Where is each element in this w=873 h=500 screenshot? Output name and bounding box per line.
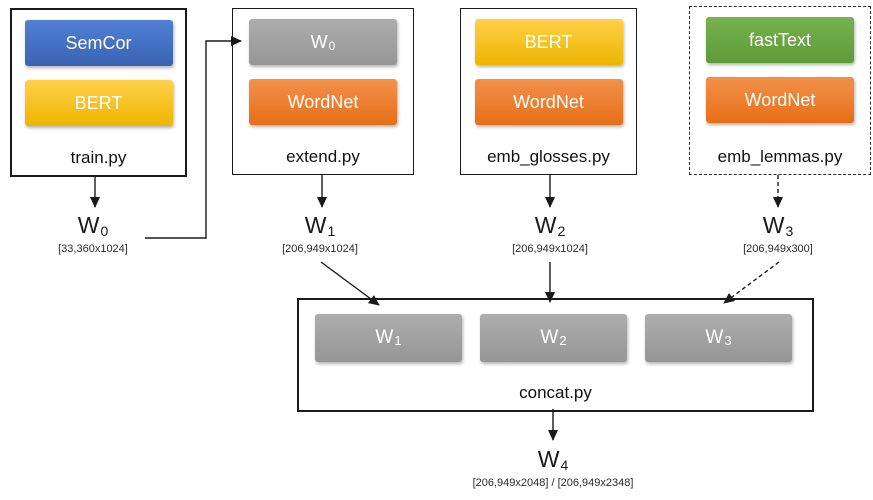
slot-w3: W3: [645, 314, 792, 362]
chip-label: SemCor: [65, 33, 132, 53]
module-emb-glosses: BERT WordNet emb_glosses.py: [460, 8, 637, 175]
chip-bert: BERT: [474, 19, 623, 65]
matrix-w3-dims: [206,949x300]: [743, 243, 813, 255]
slot-w1: W1: [315, 314, 462, 362]
module-script-name: extend.py: [286, 147, 360, 166]
chip-label: W: [705, 327, 724, 348]
module-script-name: concat.py: [519, 383, 592, 402]
chip-fasttext: fastText: [706, 17, 854, 63]
module-concat: W1 W2 W3 concat.py: [297, 298, 814, 412]
chip-label-sub: 2: [559, 333, 567, 348]
chip-semcor: SemCor: [24, 20, 173, 66]
module-script-name: emb_lemmas.py: [717, 147, 843, 166]
matrix-sub: 1: [327, 223, 336, 239]
module-script-name: emb_glosses.py: [487, 147, 610, 166]
module-extend: W0 WordNet extend.py: [232, 8, 414, 175]
matrix-w3: W3: [678, 212, 873, 239]
chip-w0: W0: [249, 19, 397, 65]
chip-wordnet: WordNet: [706, 77, 854, 123]
matrix-w2-dims: [206,949x1024]: [512, 243, 588, 255]
chip-bert: BERT: [24, 80, 173, 126]
matrix-base: W: [77, 212, 100, 238]
matrix-w1: W1: [220, 212, 420, 239]
matrix-w4: W4: [453, 446, 653, 473]
matrix-w1-dims: [206,949x1024]: [282, 243, 358, 255]
chip-label-sub: 0: [328, 39, 336, 53]
matrix-base: W: [762, 212, 785, 238]
matrix-sub: 2: [557, 223, 566, 239]
module-script-name: train.py: [70, 148, 127, 167]
matrix-w0: W0: [0, 212, 193, 239]
chip-label: WordNet: [744, 90, 816, 110]
chip-label: WordNet: [513, 92, 584, 112]
matrix-sub: 0: [100, 223, 109, 239]
chip-wordnet: WordNet: [474, 79, 623, 125]
matrix-sub: 3: [785, 223, 794, 239]
chip-wordnet: WordNet: [249, 79, 397, 125]
matrix-base: W: [534, 212, 557, 238]
module-train: SemCor BERT train.py: [10, 8, 187, 177]
chip-label: W: [375, 327, 394, 348]
slot-w2: W2: [480, 314, 627, 362]
arrow-w3-to-concat-dashed: [723, 261, 780, 304]
chip-label: W: [310, 32, 328, 52]
matrix-w4-dims: [206,949x2048] / [206,949x2348]: [472, 477, 634, 489]
chip-label: BERT: [524, 32, 573, 52]
matrix-base: W: [304, 212, 327, 238]
matrix-base: W: [537, 446, 560, 472]
chip-label-sub: 1: [394, 333, 402, 348]
matrix-w0-dims: [33,360x1024]: [58, 243, 128, 255]
chip-label: W: [540, 327, 559, 348]
chip-label: WordNet: [287, 92, 359, 112]
chip-label: fastText: [748, 30, 812, 50]
matrix-w2: W2: [450, 212, 650, 239]
matrix-sub: 4: [560, 457, 569, 473]
chip-label: BERT: [74, 93, 123, 113]
module-emb-lemmas: fastText WordNet emb_lemmas.py: [689, 6, 871, 175]
chip-label-sub: 3: [724, 333, 732, 348]
